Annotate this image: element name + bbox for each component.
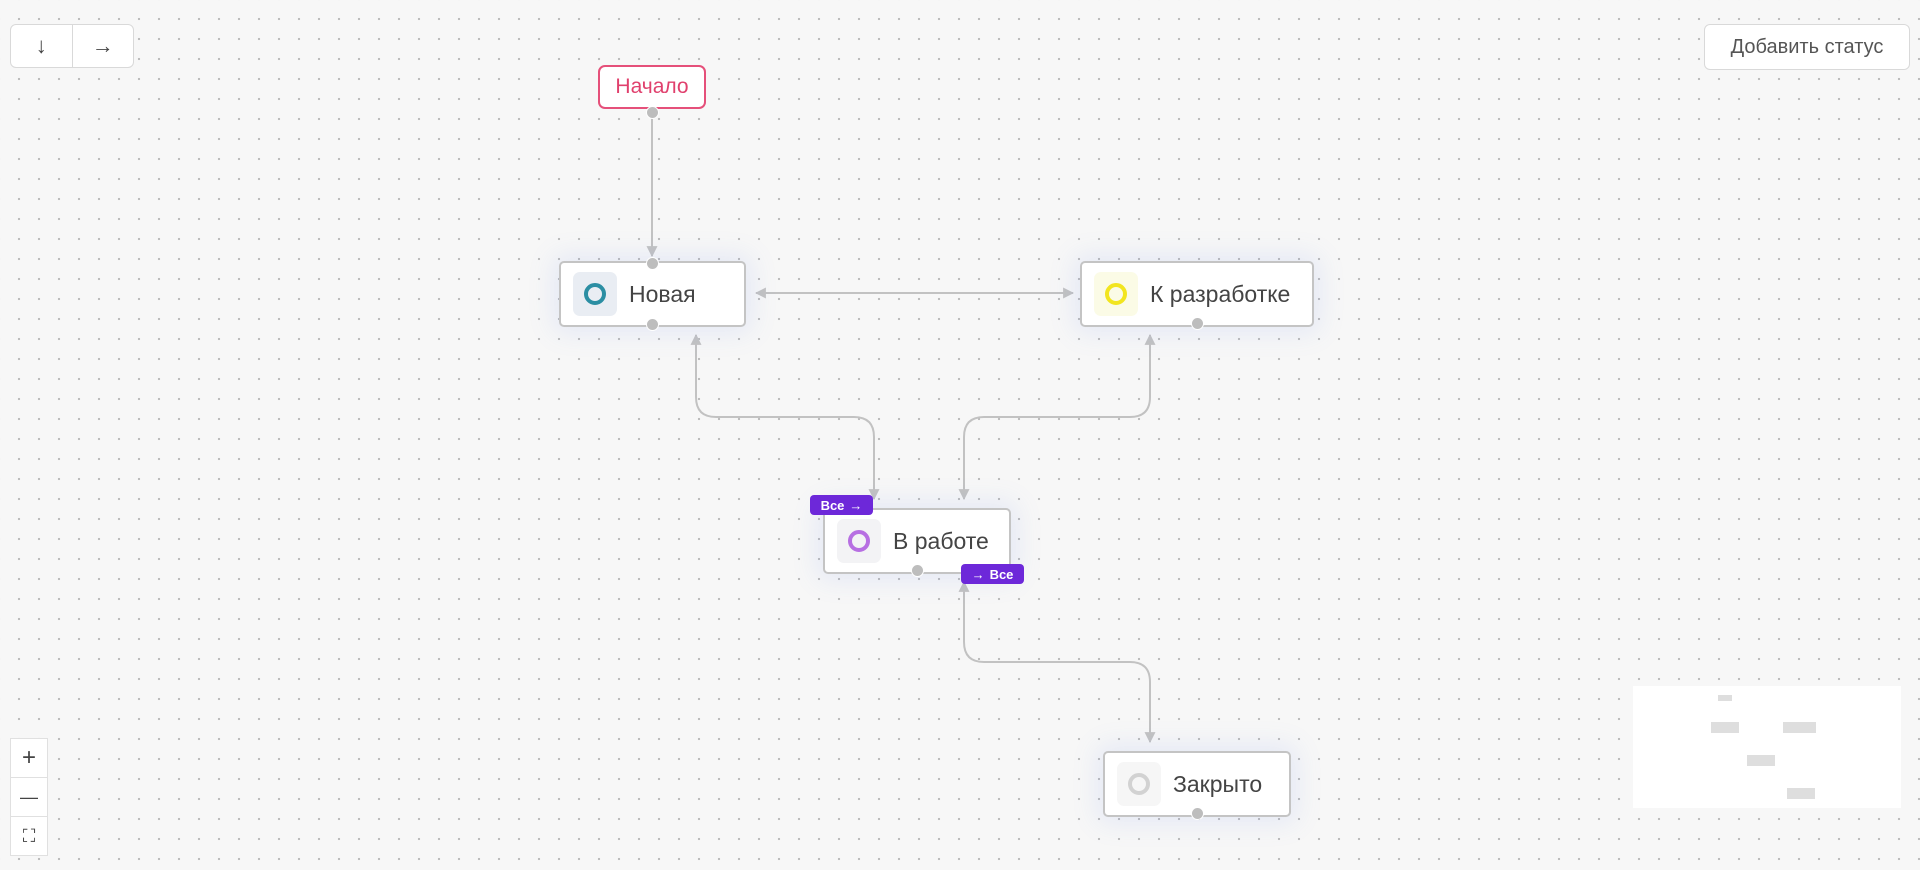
zoom-controls: + — ⛶ <box>10 738 48 856</box>
layout-vertical-button[interactable]: ↓ <box>11 25 72 67</box>
minimap-node <box>1711 722 1739 733</box>
closed-output-handle[interactable] <box>1191 807 1204 820</box>
add-status-button[interactable]: Добавить статус <box>1704 24 1910 70</box>
new-input-handle[interactable] <box>646 257 659 270</box>
minimap-node <box>1783 722 1816 733</box>
new-output-handle[interactable] <box>646 318 659 331</box>
status-ring-icon <box>848 530 870 552</box>
status-ring-icon <box>1128 773 1150 795</box>
edge-new-to-in-progress <box>690 333 880 501</box>
status-icon-bg <box>573 272 617 316</box>
plus-icon: + <box>21 744 36 771</box>
badge-label: Все <box>820 497 845 513</box>
status-icon-bg <box>837 519 881 563</box>
start-node[interactable]: Начало <box>598 65 706 109</box>
all-to-in-progress-badge[interactable]: Все → <box>810 495 873 515</box>
status-label: Новая <box>629 280 696 307</box>
minimap[interactable] <box>1633 686 1901 808</box>
status-icon-bg <box>1094 272 1138 316</box>
start-output-handle[interactable] <box>646 106 659 119</box>
edge-dev-to-in-progress <box>958 333 1156 501</box>
edge-in-progress-to-closed <box>958 580 1156 744</box>
minus-icon: — <box>20 786 38 807</box>
in-progress-output-handle[interactable] <box>911 564 924 577</box>
layout-direction-toggle: ↓ → <box>10 24 134 68</box>
minimap-node <box>1787 788 1815 799</box>
zoom-in-button[interactable]: + <box>11 739 47 777</box>
layout-horizontal-button[interactable]: → <box>71 25 134 67</box>
status-node-in-progress[interactable]: В работе <box>823 508 1011 574</box>
fullscreen-icon: ⛶ <box>22 825 36 846</box>
status-ring-icon <box>1105 283 1127 305</box>
status-label: Закрыто <box>1173 770 1263 797</box>
arrow-right-icon: → <box>971 566 985 582</box>
minimap-node <box>1747 755 1775 766</box>
status-node-new[interactable]: Новая <box>559 261 746 327</box>
badge-label: Все <box>989 566 1014 582</box>
status-label: В работе <box>893 527 989 554</box>
fit-view-button[interactable]: ⛶ <box>11 816 47 855</box>
to-dev-output-handle[interactable] <box>1191 317 1204 330</box>
in-progress-to-all-badge[interactable]: → Все <box>961 564 1024 584</box>
arrow-down-icon: ↓ <box>35 33 47 58</box>
minimap-node <box>1718 695 1732 701</box>
arrow-right-icon: → <box>91 33 114 58</box>
zoom-out-button[interactable]: — <box>11 777 47 816</box>
arrow-right-icon: → <box>849 497 863 513</box>
status-ring-icon <box>584 283 606 305</box>
status-node-closed[interactable]: Закрыто <box>1103 751 1291 817</box>
status-label: К разработке <box>1150 280 1291 307</box>
status-icon-bg <box>1117 762 1161 806</box>
